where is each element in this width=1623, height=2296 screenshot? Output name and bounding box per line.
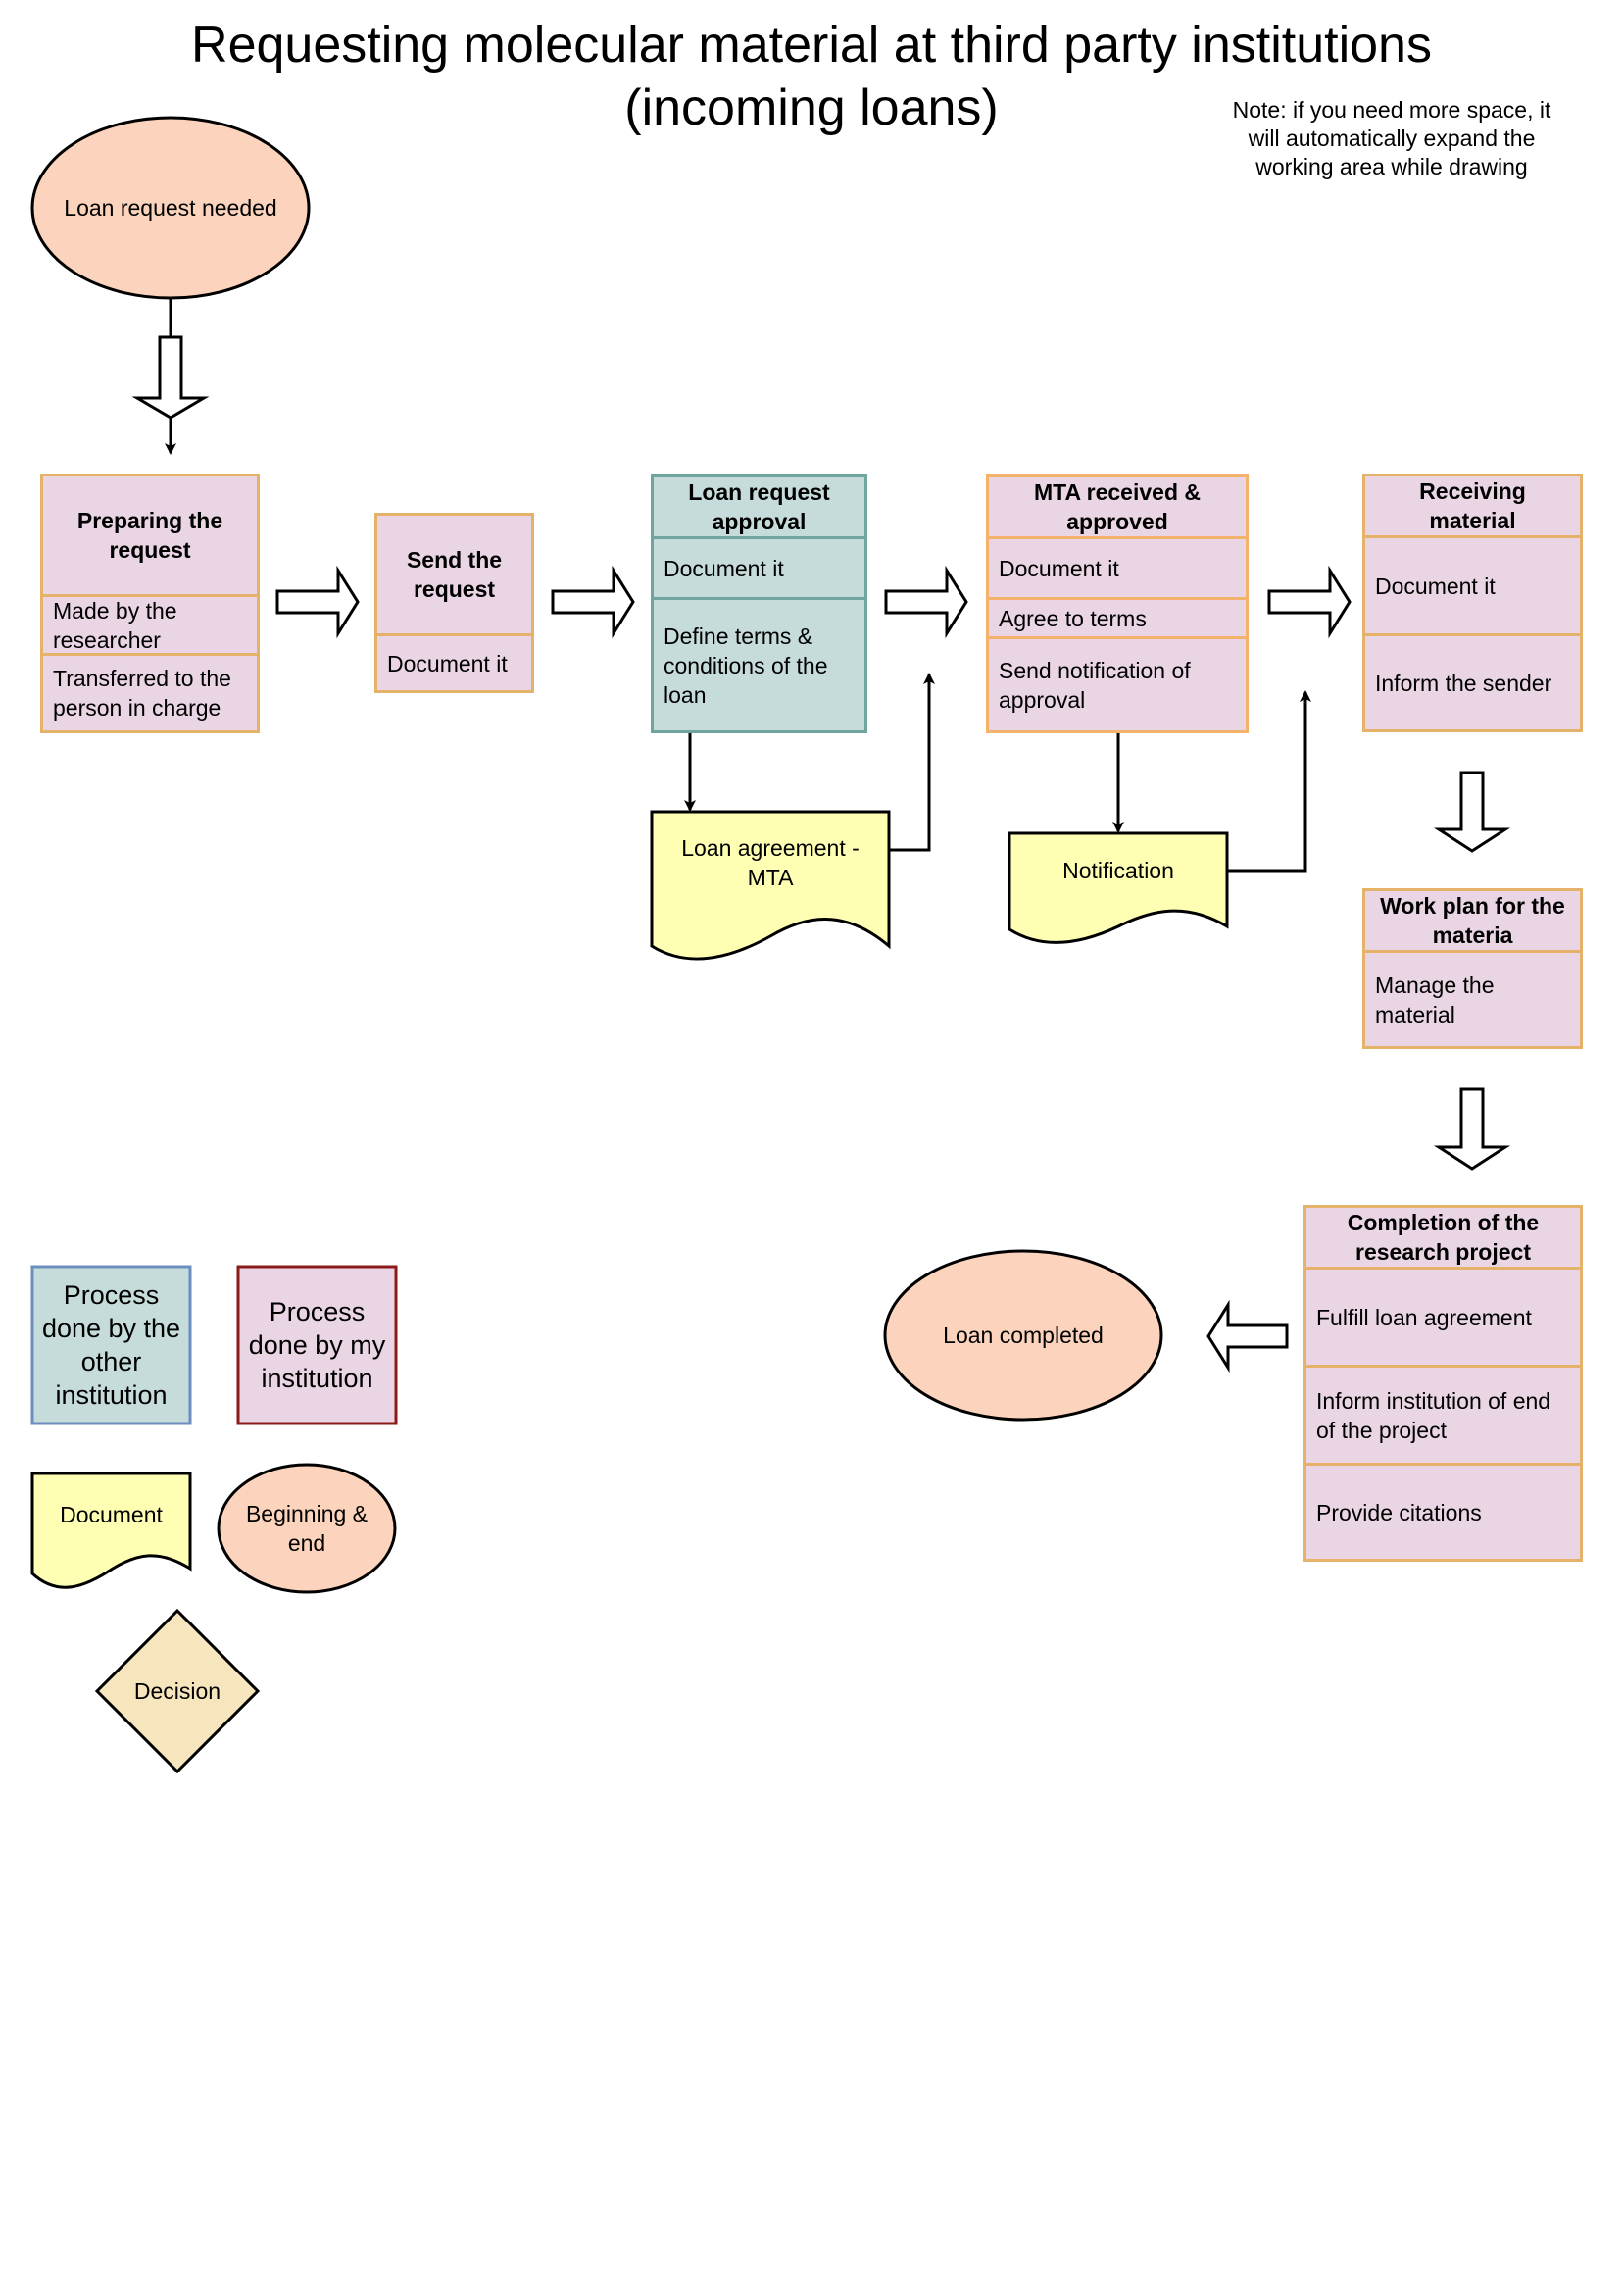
mta-item-3: Send notification of approval bbox=[989, 636, 1246, 730]
document-to-approval-arrow-line bbox=[889, 673, 935, 852]
legend-other-institution-box bbox=[30, 1265, 192, 1425]
completion-title: Completion of the research project bbox=[1347, 1210, 1540, 1265]
title-line-1: Requesting molecular material at third p… bbox=[191, 17, 1432, 74]
end-label: Loan completed bbox=[943, 1323, 1104, 1348]
end-ellipse bbox=[883, 1249, 1163, 1422]
loan-approval-title: Loan request approval bbox=[688, 479, 830, 534]
send-request-box: Send the request Document it bbox=[374, 513, 534, 693]
note-line-2: will automatically expand the bbox=[1248, 125, 1536, 151]
loan-agreement-label: Loan agreement - MTA bbox=[681, 835, 860, 890]
send-request-title: Send the request bbox=[406, 547, 503, 602]
receiving-title: Receiving material bbox=[1419, 478, 1526, 533]
legend-other-institution-label: Process done by the other institution bbox=[41, 1280, 181, 1410]
arrow-approval-to-mta bbox=[884, 565, 968, 639]
completion-item-3: Provide citations bbox=[1306, 1463, 1580, 1559]
title-line-2: (incoming loans) bbox=[624, 79, 999, 136]
preparing-item-1: Made by the researcher bbox=[43, 594, 257, 653]
start-down-arrow bbox=[131, 335, 210, 420]
legend-decision-label: Decision bbox=[133, 1677, 221, 1704]
legend-begin-end-shape bbox=[217, 1463, 397, 1594]
send-item-1: Document it bbox=[377, 633, 531, 690]
receiving-material-box: Receiving material Document it Inform th… bbox=[1362, 474, 1583, 732]
completion-box: Completion of the research project Fulfi… bbox=[1303, 1205, 1583, 1562]
arrow-receiving-to-workplan bbox=[1433, 771, 1511, 853]
receiving-item-2: Inform the sender bbox=[1365, 633, 1580, 729]
legend-my-institution-label: Process done by my institution bbox=[248, 1297, 386, 1393]
arrow-completion-to-end bbox=[1206, 1299, 1289, 1373]
receiving-item-1: Document it bbox=[1365, 535, 1580, 633]
legend-document-label: Document bbox=[60, 1501, 163, 1527]
legend-document-shape bbox=[30, 1472, 192, 1589]
loan-agreement-document bbox=[650, 810, 891, 961]
arrow-prep-to-send bbox=[275, 565, 360, 639]
mta-title: MTA received & approved bbox=[1034, 479, 1201, 534]
page-title: Requesting molecular material at third p… bbox=[0, 14, 1623, 139]
mta-box: MTA received & approved Document it Agre… bbox=[986, 474, 1249, 733]
work-plan-box: Work plan for the materia Manage the mat… bbox=[1362, 888, 1583, 1049]
legend-my-institution-box bbox=[236, 1265, 398, 1425]
notification-label: Notification bbox=[1062, 858, 1174, 883]
arrow-workplan-to-completion bbox=[1433, 1087, 1511, 1171]
mta-item-2: Agree to terms bbox=[989, 597, 1246, 636]
note-line-1: Note: if you need more space, it bbox=[1232, 97, 1551, 123]
notification-to-receiving-arrow-line bbox=[1227, 690, 1311, 873]
approval-item-1: Document it bbox=[654, 536, 864, 597]
note-line-3: working area while drawing bbox=[1255, 154, 1528, 179]
notification-document bbox=[1008, 831, 1229, 944]
legend-begin-end-label: Beginning & end bbox=[245, 1501, 369, 1556]
completion-item-1: Fulfill loan agreement bbox=[1306, 1267, 1580, 1365]
work-plan-title: Work plan for the materia bbox=[1380, 893, 1565, 948]
preparing-request-title: Preparing the request bbox=[76, 508, 223, 563]
approval-item-2: Define terms & conditions of the loan bbox=[654, 597, 864, 730]
work-plan-item-1: Manage the material bbox=[1365, 950, 1580, 1046]
start-label: Loan request needed bbox=[64, 195, 277, 221]
arrow-mta-to-receiving bbox=[1267, 565, 1352, 639]
mta-item-1: Document it bbox=[989, 536, 1246, 597]
completion-item-2: Inform institution of end of the project bbox=[1306, 1365, 1580, 1463]
preparing-item-2: Transferred to the person in charge bbox=[43, 653, 257, 730]
arrow-send-to-approval bbox=[551, 565, 635, 639]
legend-decision-shape bbox=[94, 1608, 261, 1774]
loan-approval-box: Loan request approval Document it Define… bbox=[651, 474, 867, 733]
preparing-request-box: Preparing the request Made by the resear… bbox=[40, 474, 260, 733]
space-note: Note: if you need more space, it will au… bbox=[1205, 96, 1578, 181]
